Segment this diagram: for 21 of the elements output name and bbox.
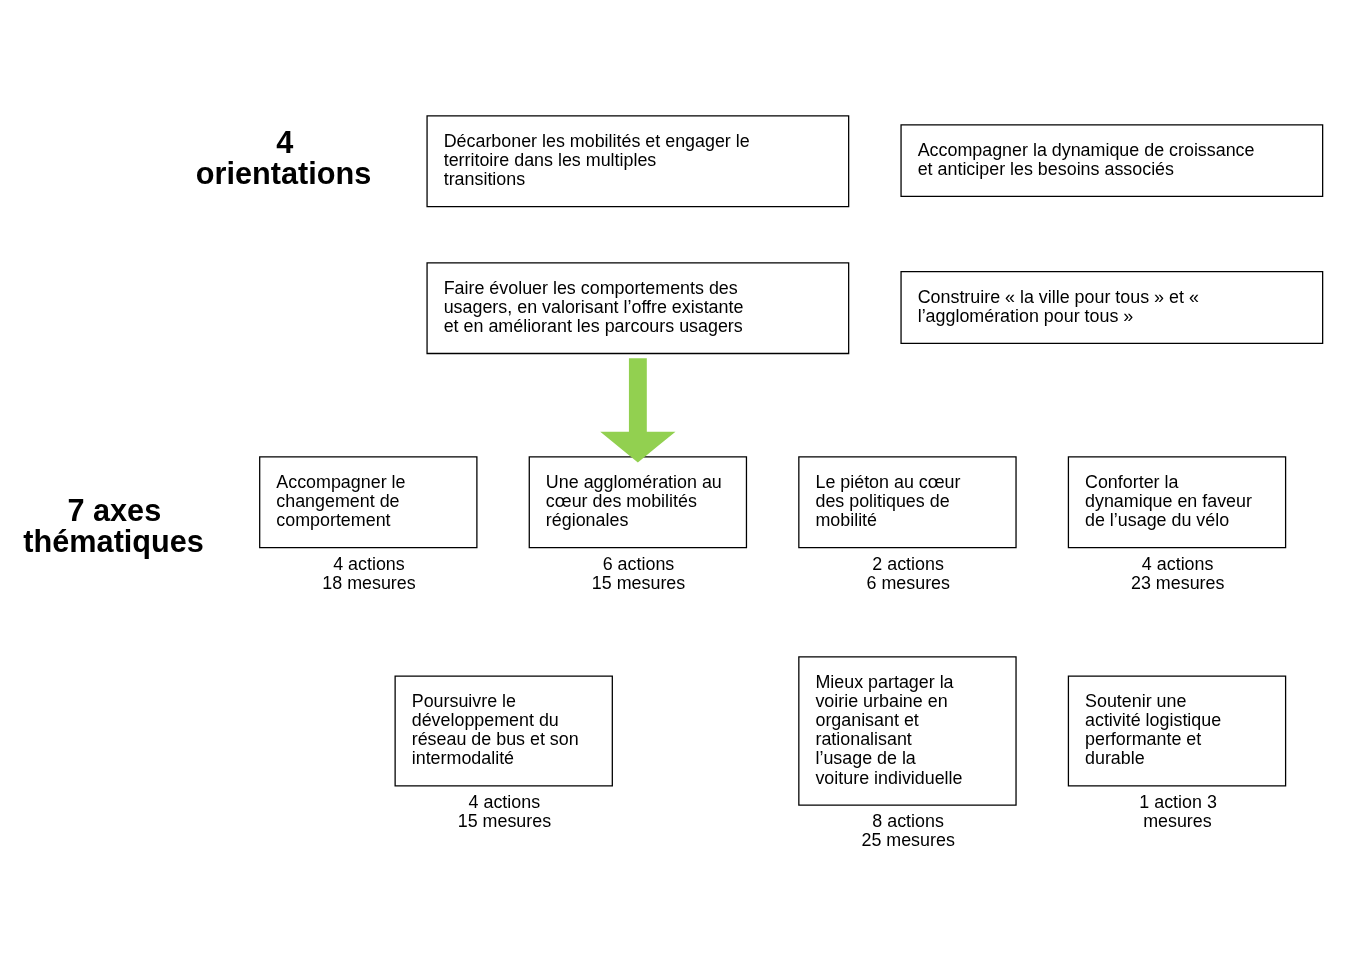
node-box: Mieux partager la voirie urbaine en organisant et rationalisant l’usage de la voiture individuelle: [798, 656, 1017, 806]
node-box: Une agglomération au cœur des mobilités régionales: [528, 456, 748, 549]
node-label: 2 actions 6 mesures: [866, 553, 951, 593]
node-box: Poursuivre le développement du réseau de bus et son intermodalité: [394, 675, 613, 787]
label: 7 axes thématiques: [23, 493, 204, 558]
node-box: Décarboner les mobilités et engager le territoire dans les multiples transitions: [426, 115, 850, 208]
node-label: 1 action 3 mesures: [1139, 791, 1217, 832]
node-box: Soutenir une activité logistique performante et durable: [1067, 675, 1287, 787]
node-box: Construire « la ville pour tous » et « l’agglomération pour tous »: [900, 271, 1324, 344]
node-box: Le piéton au cœur des politiques de mobilité: [798, 456, 1017, 549]
node-label: 4 actions 15 mesures: [457, 791, 552, 832]
node-box: Conforter la dynamique en faveur de l’usage du vélo: [1067, 456, 1287, 549]
node-box: Accompagner la dynamique de croissance et anticiper les besoins associés: [900, 124, 1324, 197]
node-label: 6 actions 15 mesures: [591, 553, 686, 593]
node-label: 4 actions 18 mesures: [322, 553, 416, 593]
node-label: 4 actions 23 mesures: [1131, 553, 1225, 593]
node-label: 8 actions 25 mesures: [861, 811, 955, 851]
node-box: Faire évoluer les comportements des usagers, en valorisant l’offre existante et en améliorant les parcours usagers: [426, 262, 850, 355]
label: 4 orientations: [195, 125, 372, 190]
node-box: Accompagner le changement de comportement: [259, 456, 478, 549]
arrow: [600, 358, 676, 463]
